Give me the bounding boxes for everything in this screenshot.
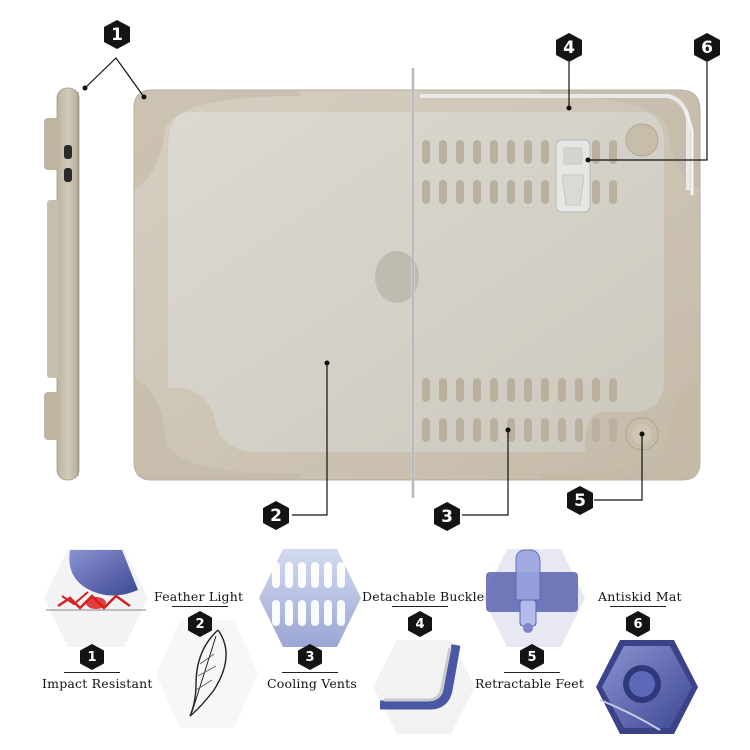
laptop-logo-mark	[375, 251, 419, 303]
vent-slot	[490, 378, 498, 402]
callout-badge-2: 2	[263, 501, 289, 530]
callout-badge-6: 6	[694, 33, 720, 62]
vent-slot	[592, 378, 600, 402]
vent-slot	[490, 180, 498, 204]
feather-icon	[156, 620, 258, 728]
vent-slot-mini	[324, 600, 332, 626]
antiskid-foot-top	[625, 123, 659, 157]
vent-slot	[490, 418, 498, 442]
vent-slot	[609, 180, 617, 204]
vent-slot	[456, 378, 464, 402]
feature-label-vents: Cooling Vents	[267, 676, 358, 691]
feature-label-buckle: Detachable Buckle	[362, 589, 485, 604]
vent-slot	[609, 418, 617, 442]
vent-slot	[507, 180, 515, 204]
vent-slot	[609, 378, 617, 402]
callout-badge-4: 4	[556, 33, 582, 62]
vent-slot-mini	[337, 562, 345, 588]
vent-slot	[524, 378, 532, 402]
vent-slot	[541, 378, 549, 402]
vent-slot	[422, 378, 430, 402]
vent-slot-mini	[285, 562, 293, 588]
feature-badge-6: 6	[626, 611, 650, 637]
vent-slot	[524, 180, 532, 204]
vent-slot	[439, 180, 447, 204]
vent-slot	[439, 378, 447, 402]
feature-badge-3: 3	[298, 644, 322, 670]
vent-slot-mini	[272, 600, 280, 626]
vent-slot	[558, 378, 566, 402]
case-back-view	[133, 68, 701, 498]
vent-slot-mini	[285, 600, 293, 626]
vent-slot	[507, 378, 515, 402]
callout-badge-1: 1	[104, 20, 130, 49]
vent-slot	[490, 140, 498, 164]
side-view-case	[44, 87, 80, 481]
vent-slot	[524, 140, 532, 164]
corner-buckle-icon	[373, 640, 475, 734]
vent-slot-mini	[324, 562, 332, 588]
vent-slot	[575, 418, 583, 442]
vent-slot	[541, 140, 549, 164]
vent-slot	[422, 418, 430, 442]
feature-label-antiskid: Antiskid Mat	[598, 589, 682, 604]
vent-slot-mini	[298, 600, 306, 626]
vent-grid-icon	[259, 549, 361, 647]
vent-slot	[473, 140, 481, 164]
vent-slot	[558, 418, 566, 442]
feature-label-impact: Impact Resistant	[42, 676, 153, 691]
vent-slot	[592, 180, 600, 204]
vent-slot-mini	[311, 562, 319, 588]
vent-slot	[575, 378, 583, 402]
vent-slot	[592, 418, 600, 442]
vent-slot	[439, 140, 447, 164]
buckle-clip	[555, 139, 591, 213]
vent-slot-mini	[337, 600, 345, 626]
feature-badge-2: 2	[188, 611, 212, 637]
feature-label-feet: Retractable Feet	[475, 676, 585, 691]
vent-slot	[456, 418, 464, 442]
vent-slot-mini	[298, 562, 306, 588]
vent-slot	[422, 180, 430, 204]
feature-badge-4: 4	[408, 611, 432, 637]
vent-slot	[456, 180, 464, 204]
feature-badge-5: 5	[520, 644, 544, 670]
vent-slot	[541, 180, 549, 204]
vent-slot	[473, 180, 481, 204]
vent-slot	[473, 418, 481, 442]
vent-slot	[507, 418, 515, 442]
callout-leaders	[84, 57, 708, 516]
callout-badge-5: 5	[567, 486, 593, 515]
vent-slot	[473, 378, 481, 402]
vent-slot	[592, 140, 600, 164]
callout-badge-3: 3	[434, 502, 460, 531]
vent-slot	[422, 140, 430, 164]
vent-slot	[609, 140, 617, 164]
feature-badge-1: 1	[80, 644, 104, 670]
vent-slot	[456, 140, 464, 164]
rubber-foot-icon	[596, 640, 698, 734]
vent-slot	[439, 418, 447, 442]
feature-label-feather: Feather Light	[154, 589, 244, 604]
vent-slot-mini	[272, 562, 280, 588]
kickstand-icon	[483, 549, 585, 647]
vent-slot	[541, 418, 549, 442]
vent-slot	[507, 140, 515, 164]
vent-slot	[524, 418, 532, 442]
vent-slot-mini	[311, 600, 319, 626]
impact-shield-icon	[44, 549, 148, 647]
